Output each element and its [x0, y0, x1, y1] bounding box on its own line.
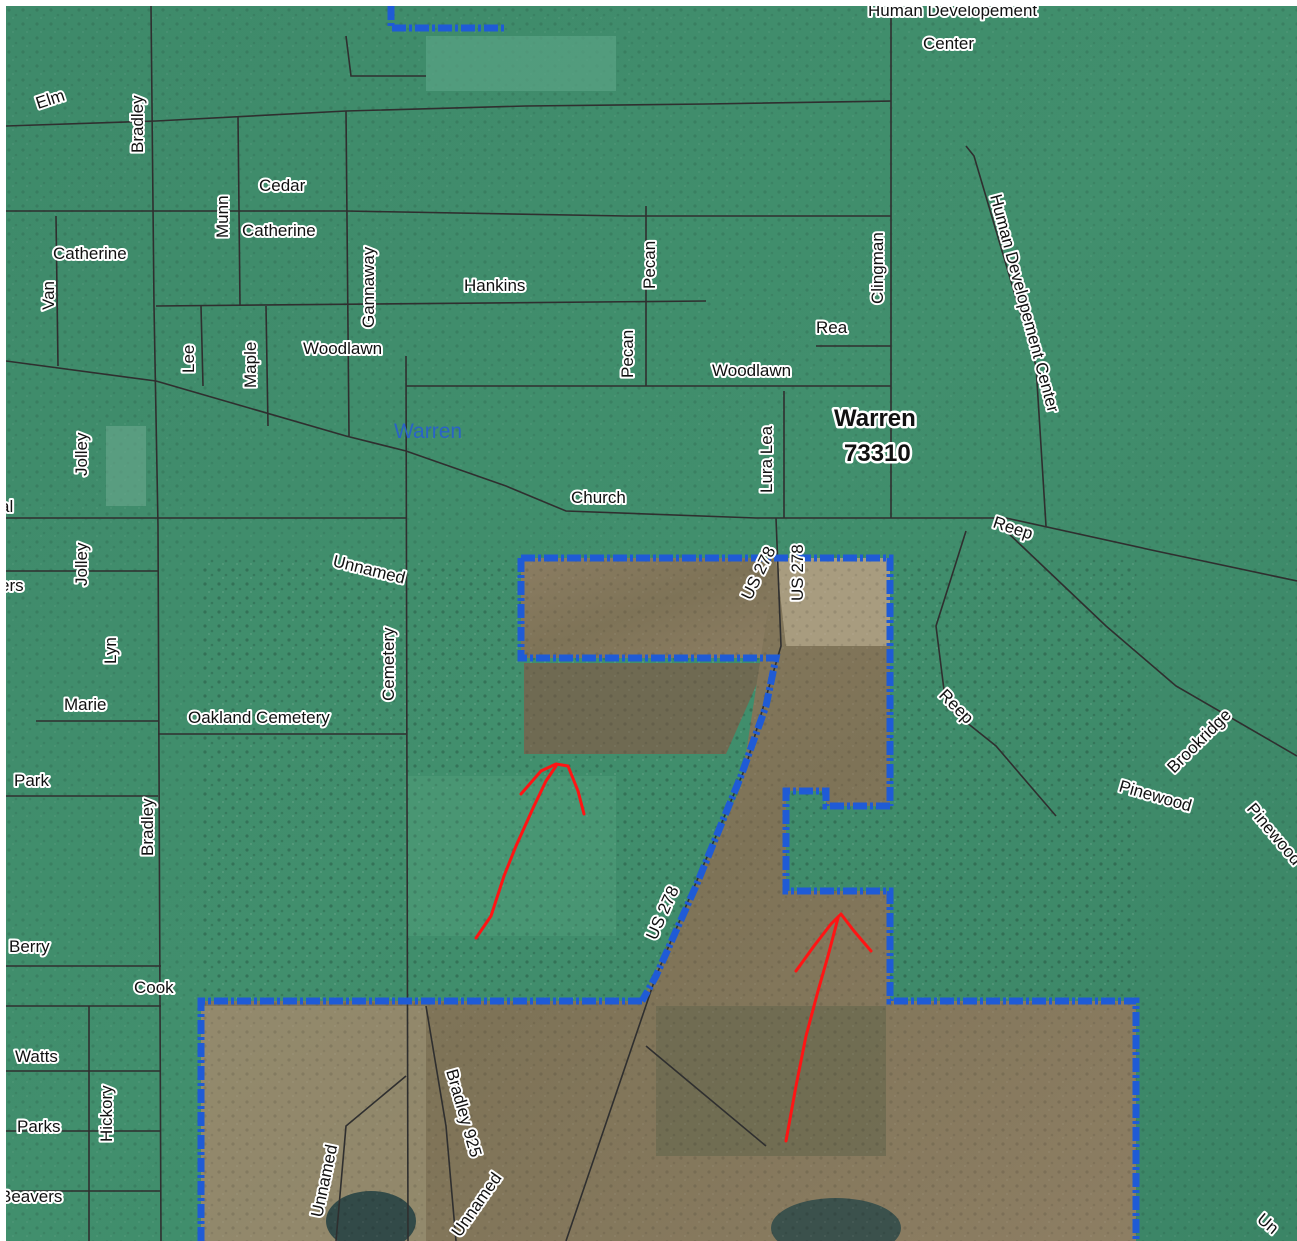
red-arrow-icon	[784, 912, 873, 1143]
street-label: Cedar	[259, 176, 306, 195]
street-label: Rea	[816, 318, 848, 337]
street-label: Hickory	[97, 1085, 116, 1142]
street-label: Oakland Cemetery	[188, 708, 330, 727]
street-label: Watts	[15, 1047, 58, 1066]
street-label: Catherine	[53, 244, 127, 263]
street-label: Jolley	[72, 542, 91, 586]
street-label: Hankins	[464, 276, 525, 295]
street-label: Berry	[9, 937, 50, 956]
street-label: Catherine	[242, 221, 316, 240]
street-label: Parks	[17, 1117, 60, 1136]
red-arrow-icon	[474, 762, 586, 940]
street-label: Woodlawn	[712, 361, 791, 380]
map-view[interactable]: Warren Warren 73310 Human Developement C…	[6, 6, 1297, 1241]
street-label: Church	[571, 488, 626, 507]
street-label: Center	[923, 34, 974, 53]
street-label: Lee	[179, 345, 198, 373]
street-label: Cook	[134, 978, 174, 997]
street-label: Beavers	[6, 1187, 62, 1206]
street-label: Human Developement	[868, 6, 1037, 20]
place-label: Warren	[394, 420, 462, 443]
street-label: Gannaway	[359, 246, 378, 328]
street-label: Munn	[213, 195, 232, 238]
street-label: Pecan	[640, 241, 659, 289]
city-name-label: Warren	[834, 405, 916, 432]
parcel-imagery	[201, 558, 1136, 1241]
map-canvas[interactable]: Warren Warren 73310 Human Developement C…	[6, 6, 1297, 1241]
street-label: Marie	[64, 695, 107, 714]
street-label: Van	[39, 281, 58, 310]
street-label: ers	[6, 576, 24, 595]
street-label: Cemetery	[379, 627, 398, 701]
street-label: Bradley	[128, 95, 147, 153]
boundary-lines	[197, 6, 1140, 1241]
clearing	[106, 426, 146, 506]
zip-code-label: 73310	[844, 440, 911, 467]
street-label: Pecan	[618, 330, 637, 378]
street-label: Bradley	[138, 798, 157, 856]
road-network	[6, 6, 1297, 1241]
parcel-texture	[201, 558, 1136, 1241]
street-label: Woodlawn	[303, 339, 382, 358]
street-label: US 278	[788, 544, 807, 601]
street-label: Clingman	[868, 232, 887, 304]
street-label: Maple	[241, 342, 260, 388]
street-label: Jolley	[72, 432, 91, 476]
clearing	[426, 36, 616, 91]
street-label: al	[6, 497, 13, 516]
street-label: Lyn	[101, 637, 120, 664]
street-label: Lura Lea	[757, 425, 776, 493]
street-label: Park	[14, 771, 49, 790]
